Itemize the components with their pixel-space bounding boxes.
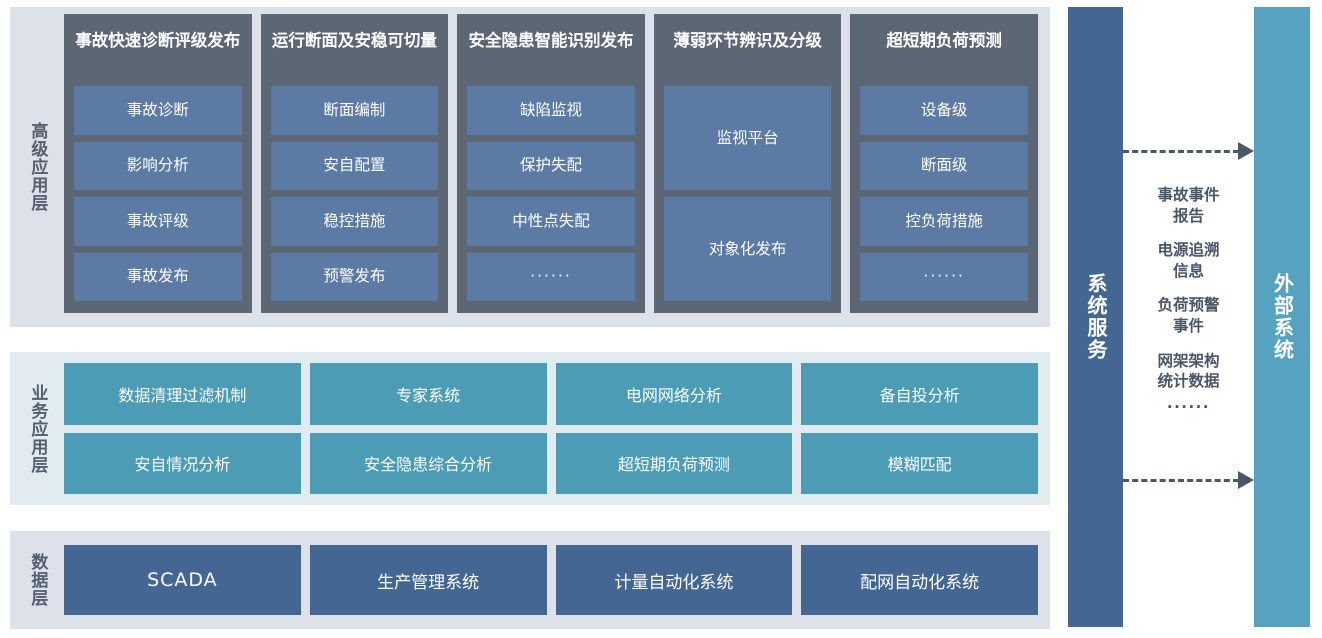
flow-arrow-bottom (1123, 471, 1254, 489)
arrow-head-icon (1238, 471, 1254, 489)
advanced-item[interactable]: 保护失配 (467, 141, 635, 190)
advanced-application-layer: 高级应用层 事故快速诊断评级发布 事故诊断 影响分析 事故评级 事故发布 运行断… (10, 7, 1050, 327)
flow-label: 电源追溯 信息 (1157, 241, 1220, 280)
flow-label: 网架架构 统计数据 (1157, 351, 1220, 391)
arrow-head-icon (1238, 142, 1254, 160)
data-layer-label: 数据层 (27, 553, 48, 607)
advanced-item[interactable]: 预警发布 (270, 252, 439, 301)
advanced-item[interactable]: 断面级 (860, 141, 1028, 190)
flow-label: 负荷预警 事件 (1157, 296, 1220, 336)
advanced-column-2-items: 断面编制 安自配置 稳控措施 预警发布 (270, 86, 439, 301)
data-layer-items: SCADA 生产管理系统 计量自动化系统 配网自动化系统 (64, 531, 1050, 629)
advanced-column-1-items: 事故诊断 影响分析 事故评级 事故发布 (74, 86, 242, 301)
business-item[interactable]: 超短期负荷预测 (555, 432, 793, 494)
business-item[interactable]: 电网网络分析 (555, 363, 793, 425)
advanced-item[interactable]: 事故诊断 (74, 86, 242, 135)
advanced-item[interactable]: 监视平台 (663, 86, 832, 190)
flow-label-ellipsis: ······ (1166, 397, 1211, 416)
advanced-item[interactable]: 稳控措施 (270, 197, 439, 246)
flow-area: 事故事件 报告 电源追溯 信息 负荷预警 事件 网架架构 统计数据 ······ (1123, 7, 1254, 627)
advanced-column-1: 事故快速诊断评级发布 事故诊断 影响分析 事故评级 事故发布 (64, 14, 252, 313)
advanced-column-5: 超短期负荷预测 设备级 断面级 控负荷措施 ······ (850, 14, 1038, 313)
advanced-item-ellipsis[interactable]: ······ (860, 252, 1028, 301)
advanced-column-4: 薄弱环节辨识及分级 监视平台 对象化发布 (653, 14, 842, 313)
advanced-column-5-items: 设备级 断面级 控负荷措施 ······ (860, 86, 1028, 301)
business-item[interactable]: 模糊匹配 (801, 432, 1038, 494)
advanced-column-2: 运行断面及安稳可切量 断面编制 安自配置 稳控措施 预警发布 (260, 14, 449, 313)
business-item[interactable]: 数据清理过滤机制 (64, 363, 301, 425)
business-row: 数据清理过滤机制 专家系统 电网网络分析 备自投分析 (64, 363, 1038, 425)
data-item[interactable]: 生产管理系统 (309, 545, 547, 615)
advanced-item[interactable]: 安自配置 (270, 141, 439, 190)
business-application-layer: 业务应用层 数据清理过滤机制 专家系统 电网网络分析 备自投分析 安自情况分析 … (10, 352, 1050, 505)
advanced-item[interactable]: 事故评级 (74, 197, 242, 246)
business-layer-label: 业务应用层 (27, 383, 48, 474)
advanced-column-3-items: 缺陷监视 保护失配 中性点失配 ······ (467, 86, 635, 301)
advanced-item[interactable]: 对象化发布 (663, 197, 832, 301)
advanced-column-5-title: 超短期负荷预测 (886, 31, 1002, 50)
advanced-layer-columns: 事故快速诊断评级发布 事故诊断 影响分析 事故评级 事故发布 运行断面及安稳可切… (64, 7, 1050, 327)
advanced-column-3: 安全隐患智能识别发布 缺陷监视 保护失配 中性点失配 ······ (457, 14, 645, 313)
advanced-item[interactable]: 断面编制 (270, 86, 439, 135)
advanced-item-ellipsis[interactable]: ······ (467, 252, 635, 301)
business-item[interactable]: 专家系统 (309, 363, 547, 425)
advanced-item[interactable]: 中性点失配 (467, 197, 635, 246)
advanced-item[interactable]: 缺陷监视 (467, 86, 635, 135)
advanced-column-4-items: 监视平台 对象化发布 (663, 86, 832, 301)
flow-label-list: 事故事件 报告 电源追溯 信息 负荷预警 事件 网架架构 统计数据 ······ (1123, 185, 1254, 418)
advanced-item[interactable]: 事故发布 (74, 252, 242, 301)
flow-arrow-top (1123, 142, 1254, 160)
advanced-column-1-title: 事故快速诊断评级发布 (75, 31, 241, 50)
data-item[interactable]: 计量自动化系统 (555, 545, 793, 615)
dashed-line (1123, 149, 1239, 153)
advanced-item[interactable]: 设备级 (860, 86, 1028, 135)
dashed-line (1123, 478, 1239, 482)
external-system-column[interactable]: 外部系统 (1254, 7, 1310, 627)
advanced-item[interactable]: 影响分析 (74, 141, 242, 190)
advanced-column-2-title: 运行断面及安稳可切量 (271, 31, 437, 50)
business-item[interactable]: 备自投分析 (801, 363, 1038, 425)
data-item-scada[interactable]: SCADA (64, 545, 301, 615)
advanced-layer-label: 高级应用层 (27, 122, 48, 212)
advanced-item[interactable]: 控负荷措施 (860, 197, 1028, 246)
system-service-column[interactable]: 系统服务 (1068, 7, 1123, 627)
business-layer-rows: 数据清理过滤机制 专家系统 电网网络分析 备自投分析 安自情况分析 安全隐患综合… (64, 352, 1050, 505)
advanced-column-4-title: 薄弱环节辨识及分级 (673, 31, 822, 50)
data-item[interactable]: 配网自动化系统 (801, 545, 1038, 615)
advanced-column-3-title: 安全隐患智能识别发布 (468, 31, 634, 50)
business-item[interactable]: 安全隐患综合分析 (309, 432, 547, 494)
business-row: 安自情况分析 安全隐患综合分析 超短期负荷预测 模糊匹配 (64, 432, 1038, 494)
flow-label: 事故事件 报告 (1157, 186, 1220, 225)
data-layer: 数据层 SCADA 生产管理系统 计量自动化系统 配网自动化系统 (10, 531, 1050, 629)
business-item[interactable]: 安自情况分析 (64, 432, 301, 494)
